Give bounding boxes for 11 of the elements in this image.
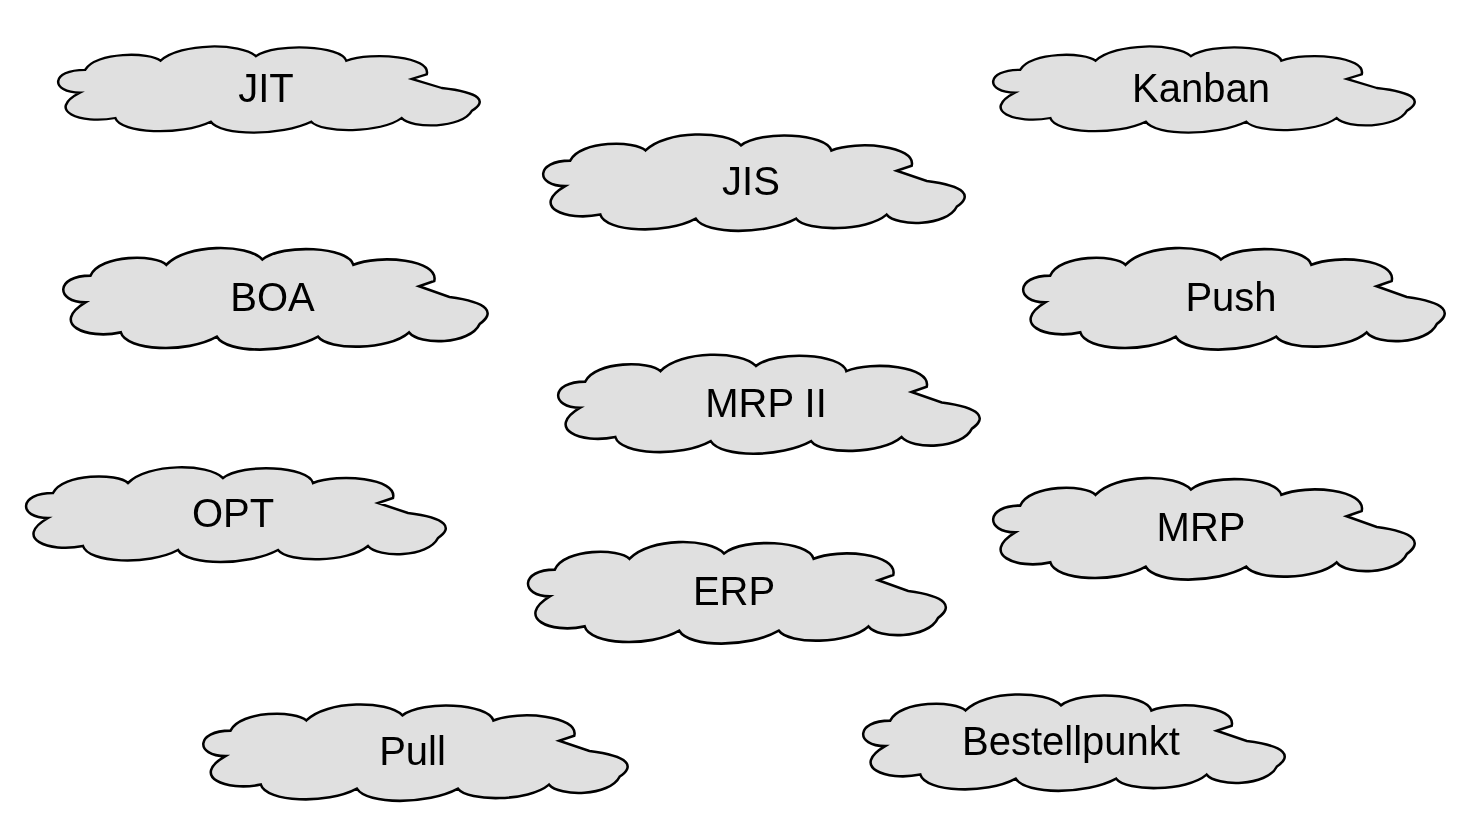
cloud-label: MRP II — [705, 380, 827, 425]
cloud-label: Kanban — [1132, 65, 1270, 111]
cloud-label: Bestellpunkt — [962, 718, 1180, 764]
cloud-label: JIT — [238, 65, 294, 111]
cloud-label: Push — [1185, 274, 1277, 320]
cloud-label: Pull — [379, 728, 446, 774]
cloud-label: OPT — [191, 490, 275, 536]
cloud-label: ERP — [692, 568, 776, 614]
cloud-label: MRP — [1156, 504, 1246, 550]
cloud-label: BOA — [230, 274, 315, 320]
cloud-label: JIS — [722, 158, 780, 204]
